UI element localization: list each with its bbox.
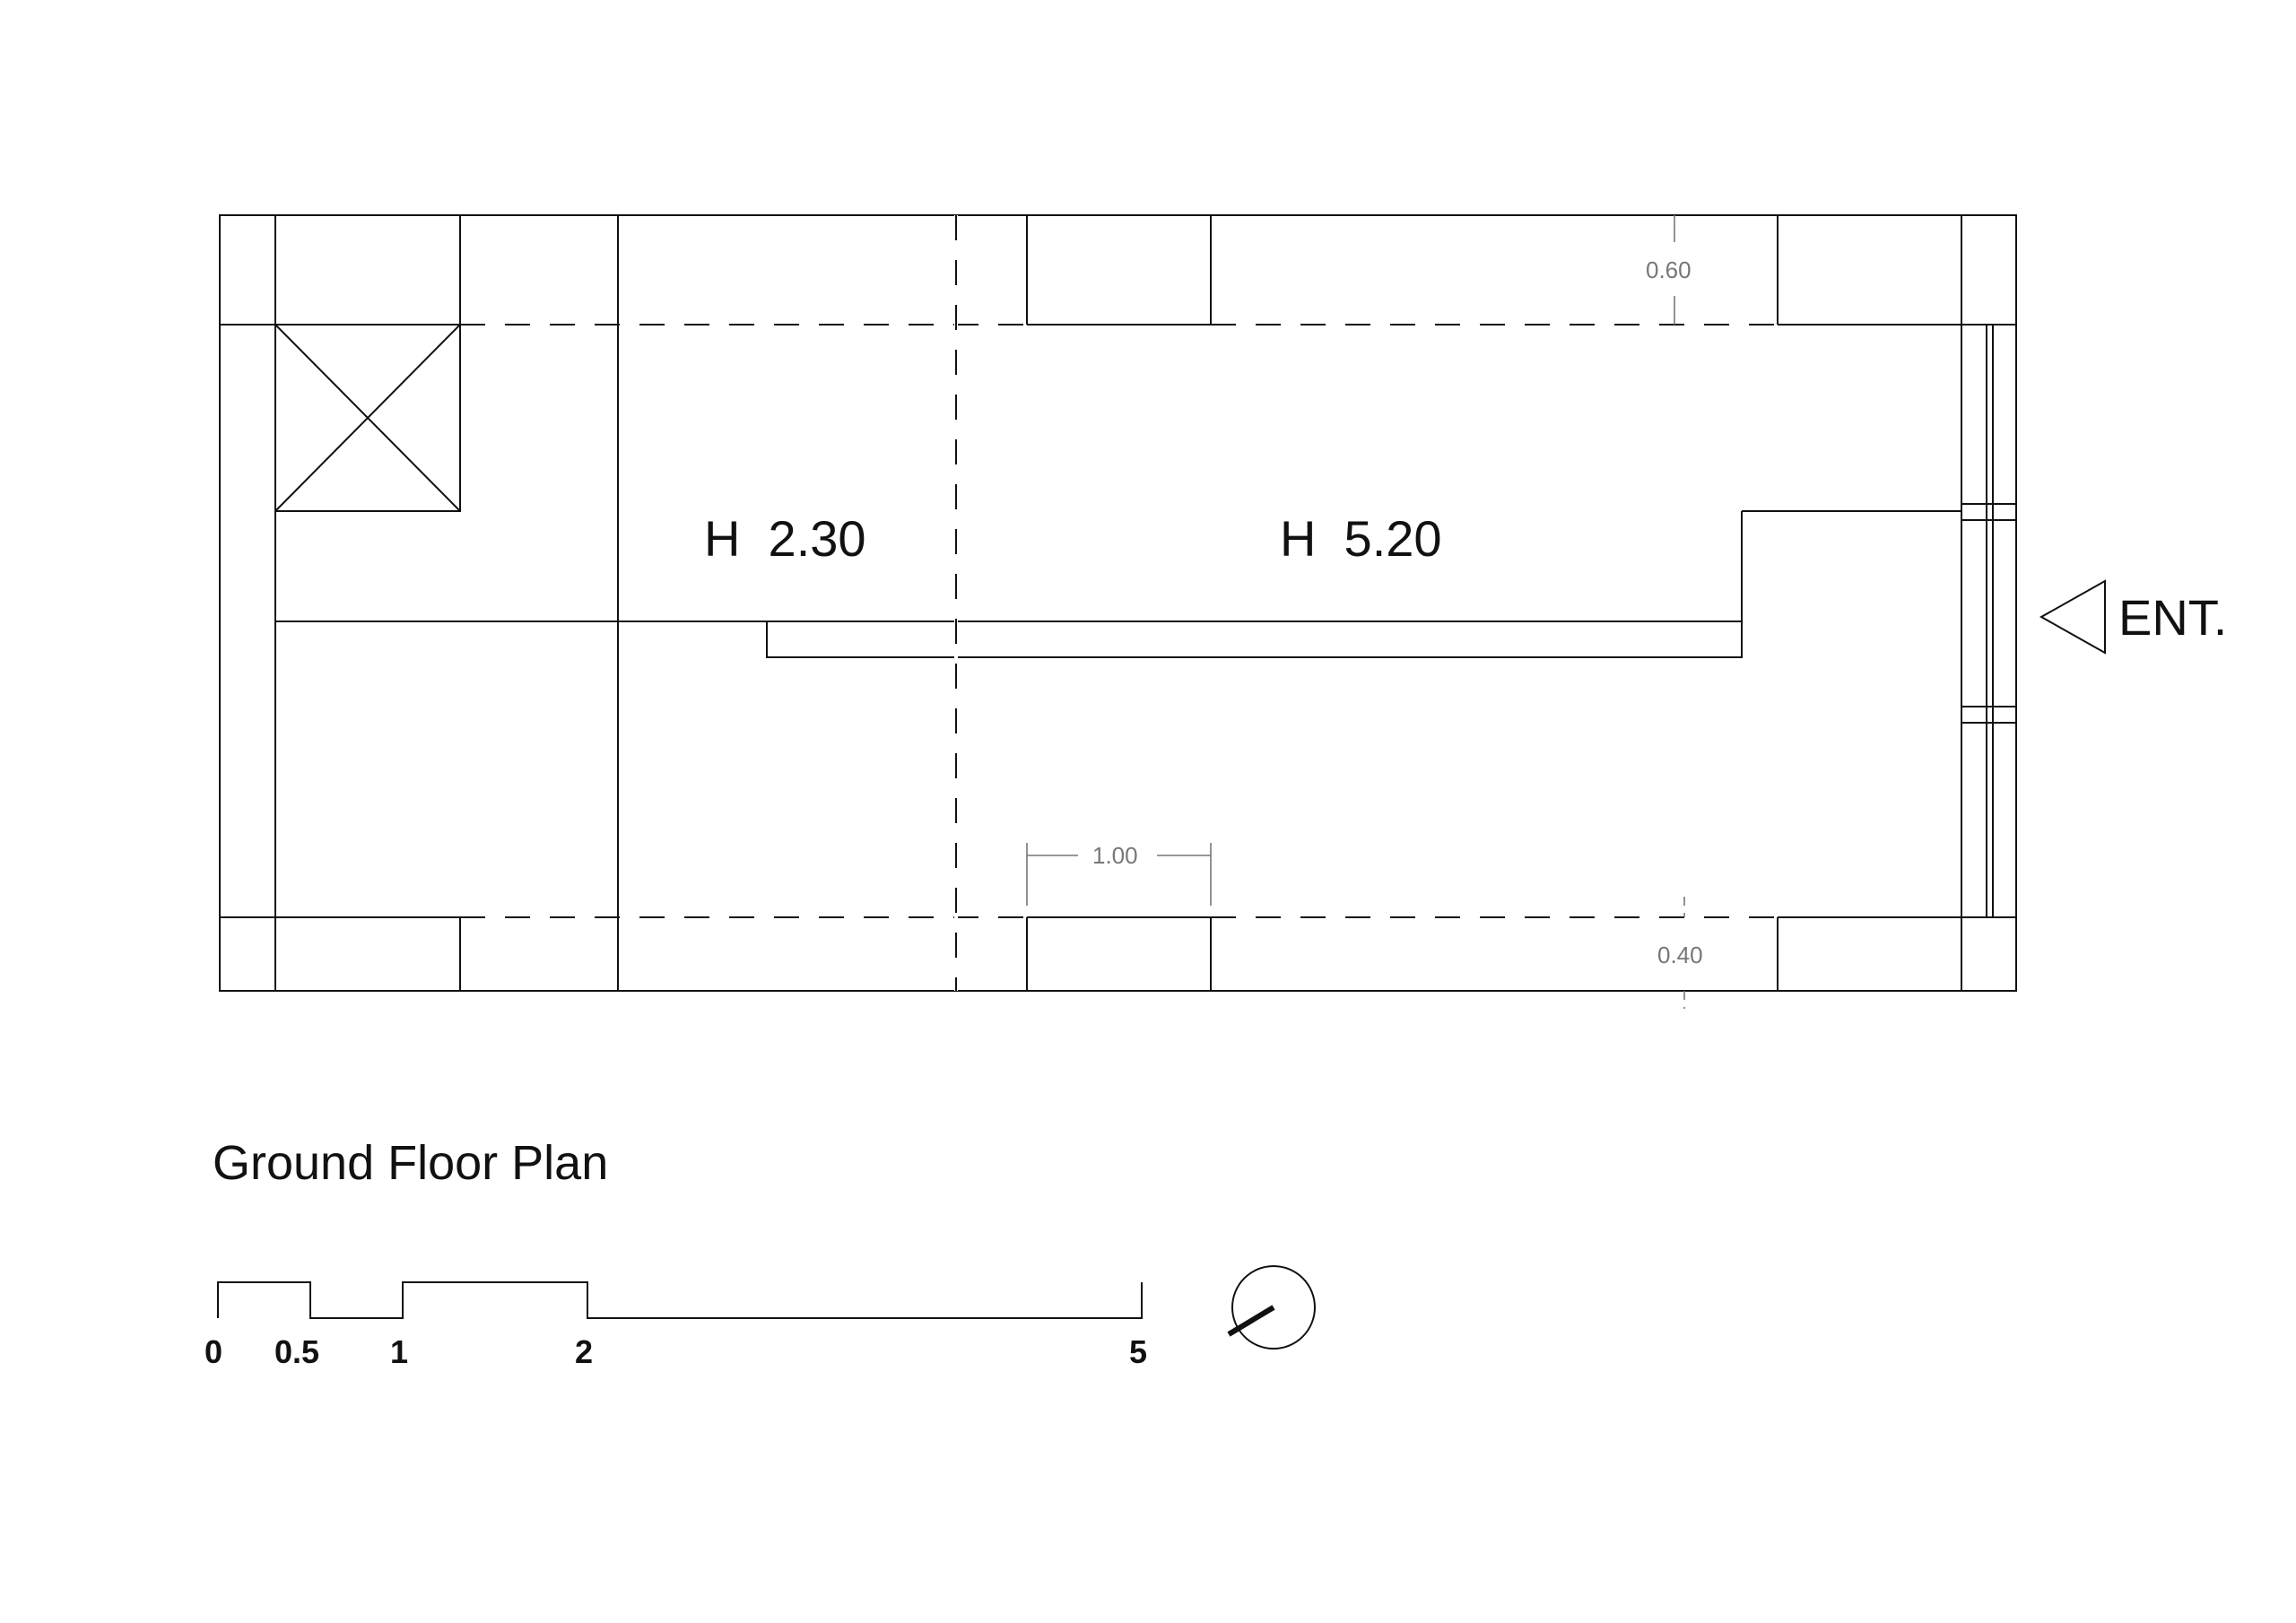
dimension-window: 1.00 [1026,842,1212,906]
entrance-arrow-icon [2039,579,2106,655]
interior-walls [275,215,1961,991]
dimension-top-wall-value: 0.60 [1646,256,1692,283]
dimension-bottom-wall-value: 0.40 [1657,942,1703,968]
scale-label: 1 [390,1333,408,1370]
scale-label: 2 [575,1333,593,1370]
dimension-bottom-wall: 0.40 [1657,897,1703,1009]
top-wall-band [220,215,2016,991]
entrance-label: ENT. [2118,589,2227,646]
dimension-top-wall: 0.60 [1646,215,1692,325]
north-arrow-icon [1227,1265,1316,1350]
scale-bar: 0 0.5 1 2 5 [204,1281,1147,1370]
bottom-wall-band [220,916,2016,991]
void-box [274,324,461,512]
scale-label: 0.5 [274,1333,319,1370]
entrance-glazing [1961,325,2017,917]
dimension-window-value: 1.00 [1092,842,1138,869]
room-height-label-left: H 2.30 [704,510,866,567]
drawing-title: Ground Floor Plan [213,1136,608,1190]
room-height-label-right: H 5.20 [1280,510,1442,567]
entrance-marker: ENT. [2039,579,2227,655]
scale-label: 5 [1129,1333,1147,1370]
scale-label: 0 [204,1333,222,1370]
outer-walls [219,214,2017,992]
